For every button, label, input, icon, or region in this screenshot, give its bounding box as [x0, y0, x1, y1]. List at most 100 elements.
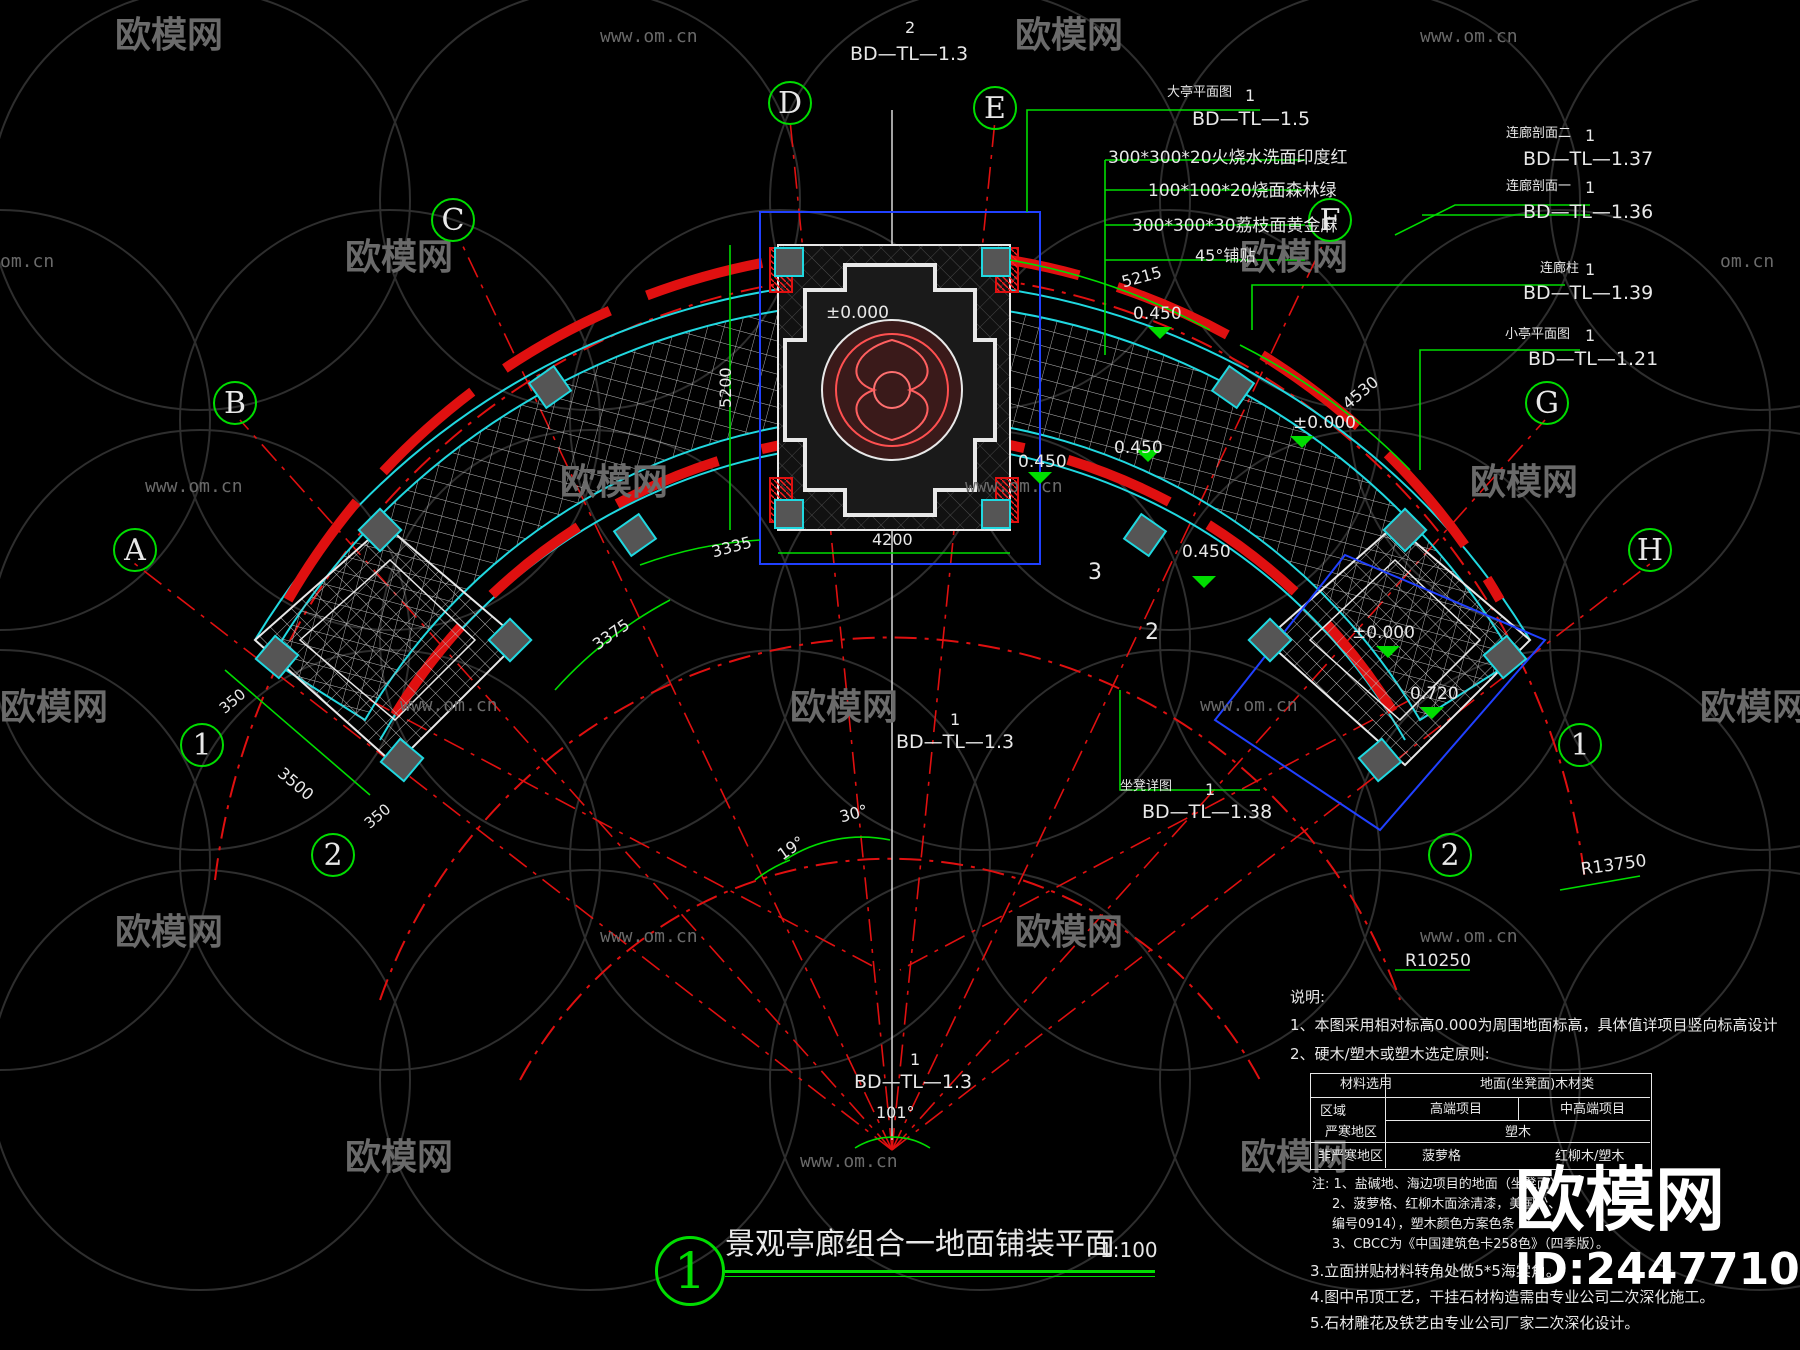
table-head-2: 区域 [1320, 1104, 1347, 1119]
detail-code-mid: BD—TL—1.3 [896, 731, 1015, 753]
angle-30: 30° [837, 800, 870, 827]
elevation-3: ±0.000 [1293, 413, 1356, 433]
watermark-url-1: www.om.cn [1420, 26, 1518, 47]
title-underline [725, 1270, 1155, 1273]
small-pavilion-right [1213, 523, 1547, 832]
outer-radius-arcs [214, 271, 1586, 1081]
material-2: 100*100*20烧面森林绿 [1148, 181, 1337, 201]
table-row2-c: 红柳木/塑木 [1555, 1149, 1625, 1164]
note-4: 4.图中吊顶工艺，干挂石材构造需由专业公司二次深化施工。 [1310, 1288, 1715, 1306]
notes-heading: 说明: [1290, 988, 1326, 1006]
note-3: 3.立面拼贴材料转角处做5*5海棠角。 [1310, 1262, 1561, 1280]
watermark-url-3: www.om.cn [965, 476, 1063, 497]
detail-label-corridor1: 连廊剖面一 [1506, 179, 1572, 194]
title-text: 景观亭廊组合一地面铺装平面 [725, 1227, 1115, 1262]
detail-code-big_pavilion: BD—TL—1.5 [1192, 108, 1311, 130]
watermark-brand-1: 欧模网 [1015, 15, 1124, 56]
detail-number-small_pavilion: 1 [1585, 326, 1596, 345]
watermark-url-2: www.om.cn [145, 476, 243, 497]
watermark-url-5: www.om.cn [1200, 695, 1298, 716]
note-sub-4: 3、CBCC为《中国建筑色卡258色》（四季版）。 [1332, 1237, 1610, 1252]
dim-3335: 3335 [709, 532, 754, 562]
callout-3: 3 [1088, 560, 1102, 585]
dim-3375: 3375 [588, 615, 634, 654]
detail-number-bottom: 1 [910, 1050, 921, 1069]
dim-5200: 5200 [716, 367, 735, 408]
corner-axis-2: 1 [1558, 723, 1602, 767]
leader-lines [1026, 109, 1590, 791]
watermark-url-left: om.cn [0, 251, 55, 272]
watermark-url-right: om.cn [1720, 251, 1775, 272]
detail-label-small_pavilion: 小亭平面图 [1505, 327, 1571, 342]
watermark-id: ID:2447710 [1515, 1244, 1800, 1295]
grid-axis-c: C [431, 198, 475, 242]
dim-4530: 4530 [1338, 372, 1383, 414]
note-sub-2: 2、菠萝格、红柳木面涂清漆，美国松、 [1332, 1197, 1562, 1212]
big-pavilion [759, 211, 1041, 565]
watermark-url-8: www.om.cn [800, 1151, 898, 1172]
watermark-brand-3: 欧模网 [1240, 237, 1349, 278]
note-sub-3: 编号0914），塑木颜色方案色条 [1332, 1217, 1515, 1232]
table-col-1: 高端项目 [1430, 1102, 1483, 1117]
angle-19: 19° [773, 832, 808, 864]
note-sub-1: 注: 1、盐碱地、海边项目的地面（坐凳面） [1312, 1177, 1563, 1192]
grid-axis-a: A [113, 528, 157, 572]
grid-axis-g: G [1525, 381, 1569, 425]
detail-number-top: 2 [905, 18, 916, 37]
watermark-url-0: www.om.cn [600, 26, 698, 47]
elevation-4: 0.450 [1018, 452, 1067, 472]
table-col-2: 中高端项目 [1560, 1102, 1626, 1117]
watermark-brand-7: 欧模网 [790, 687, 899, 728]
dim-3500: 3500 [274, 763, 318, 805]
watermark-brand-9: 欧模网 [115, 912, 224, 953]
corner-axis-3: 2 [1428, 833, 1472, 877]
table-row2-b: 菠萝格 [1422, 1149, 1462, 1164]
table-hline [1310, 1142, 1650, 1143]
detail-number-corridor2: 1 [1585, 126, 1596, 145]
watermark-url-4: www.om.cn [400, 695, 498, 716]
watermark-brand-6: 欧模网 [0, 687, 109, 728]
radius-13750: R13750 [1579, 850, 1648, 880]
elevation-6: ±0.000 [1352, 623, 1415, 643]
detail-code-corridor1: BD—TL—1.36 [1523, 201, 1654, 223]
dim-350b: 350 [360, 800, 395, 833]
title-number-circle: 1 [655, 1236, 725, 1306]
detail-label-big_pavilion: 大亭平面图 [1167, 85, 1233, 100]
detail-label-corridor2: 连廊剖面二 [1506, 126, 1572, 141]
table-hline [1310, 1097, 1650, 1098]
corner-axis-0: 1 [180, 723, 224, 767]
grid-axis-d: D [768, 81, 812, 125]
detail-code-top: BD—TL—1.3 [850, 43, 969, 65]
watermark-brand-10: 欧模网 [1015, 912, 1124, 953]
table-head-1: 材料选用 [1340, 1077, 1393, 1092]
watermark-big-brand: 欧模网 [1515, 1159, 1725, 1241]
elevation-0: ±0.000 [826, 303, 889, 323]
dimension-lines [224, 245, 1641, 1149]
detail-code-bottom: BD—TL—1.3 [854, 1071, 973, 1093]
detail-label-column: 连廊柱 [1540, 261, 1580, 276]
title-underline-thin [725, 1276, 1155, 1277]
grid-axis-b: B [213, 381, 257, 425]
note-5: 5.石材雕花及铁艺由专业公司厂家二次深化设计。 [1310, 1314, 1640, 1332]
elevation-5: 0.450 [1182, 542, 1231, 562]
note-1: 1、本图采用相对标高0.000为周围地面标高，具体值详项目竖向标高设计 [1290, 1016, 1778, 1034]
grid-axis-f: F [1308, 198, 1352, 242]
detail-code-column: BD—TL—1.39 [1523, 282, 1654, 304]
watermark-brand-0: 欧模网 [115, 15, 224, 56]
watermark-brand-11: 欧模网 [345, 1137, 454, 1178]
watermark-url-7: www.om.cn [1420, 926, 1518, 947]
dim-5215: 5215 [1119, 262, 1164, 292]
title-scale: 1:100 [1100, 1238, 1158, 1262]
note-2: 2、硬木/塑木或塑木选定原则: [1290, 1045, 1490, 1063]
grid-axis-e: E [973, 86, 1017, 130]
watermark-url-6: www.om.cn [600, 926, 698, 947]
elevation-7: 0.720 [1410, 684, 1459, 704]
table-vline [1518, 1097, 1519, 1120]
watermark-brand-5: 欧模网 [1470, 462, 1579, 503]
elevation-2: 0.450 [1114, 438, 1163, 458]
table-head-3: 地面(坐凳面)木材类 [1480, 1077, 1595, 1092]
elevation-1: 0.450 [1133, 304, 1182, 324]
detail-code-bench: BD—TL—1.38 [1142, 801, 1273, 823]
material-4: 45°铺贴 [1195, 246, 1256, 265]
